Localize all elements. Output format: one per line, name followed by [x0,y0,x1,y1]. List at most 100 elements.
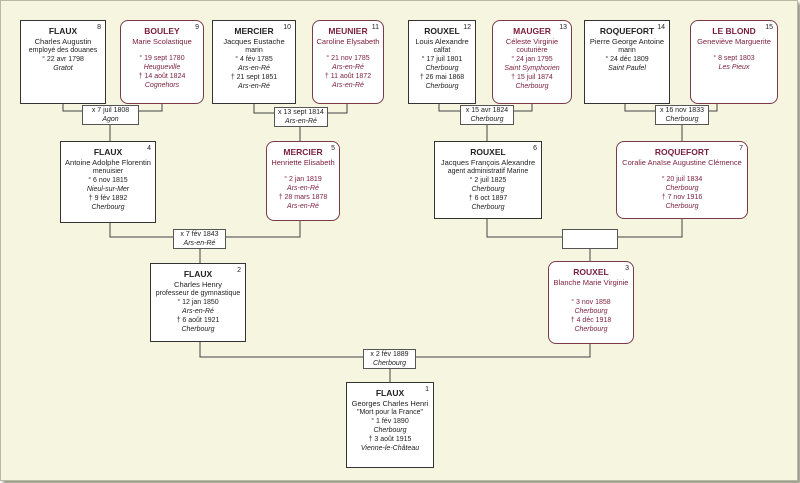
person-birth: ° 22 avr 1798 [42,56,84,63]
person-surname: BOULEY [144,26,180,36]
person-given-name: Coralie Anaïse Augustine Clémence [622,158,742,167]
person-surname: MAUGER [513,26,551,36]
marriage-date: x 15 avr 1824 [465,107,509,114]
person-number: 4 [147,145,151,152]
person-given-name: Geneviève Marguerite [697,37,771,46]
person-occupation: professeur de gymnastique [155,290,241,297]
person-birth: ° 3 nov 1858 [571,299,611,306]
person-death: † 14 août 1824 [138,73,186,80]
person-birth: ° 24 jan 1795 [511,56,553,63]
marriage-box-8-9[interactable]: x 7 juil 1808 Agon [82,105,139,125]
person-number: 14 [657,24,665,31]
marriage-box-2-3[interactable]: x 2 fév 1889 Cherbourg [363,349,416,369]
person-box-9[interactable]: 9 BOULEY Marie Scolastique ° 19 sept 178… [120,20,204,104]
person-box-7[interactable]: 7 ROQUEFORT Coralie Anaïse Augustine Clé… [616,141,748,219]
marriage-place: Ars-en-Ré [183,240,216,247]
person-birth-place: Ars-en-Ré [287,185,319,192]
person-given-name: Charles Henry [174,280,222,289]
person-box-14[interactable]: 14 ROQUEFORT Pierre George Antoine marin… [584,20,670,104]
person-box-8[interactable]: 8 FLAUX Charles Augustin employé des dou… [20,20,106,104]
person-death: † 6 août 1921 [176,317,220,324]
person-box-10[interactable]: 10 MERCIER Jacques Eustache marin ° 4 fé… [212,20,296,104]
person-birth: ° 2 jan 1819 [284,176,322,183]
person-birth: ° 6 nov 1815 [88,177,128,184]
person-death-place: Cherbourg [574,326,608,333]
marriage-place: Agon [102,116,119,123]
person-birth-place: Heugueville [143,64,181,71]
person-surname: FLAUX [183,269,213,279]
marriage-box-4-5[interactable]: x 7 fév 1843 Ars-en-Ré [173,229,226,249]
person-occupation: agent administratif Marine [447,168,529,175]
person-number: 7 [739,145,743,152]
marriage-box-10-11[interactable]: x 13 sept 1814 Ars-en-Ré [274,107,328,127]
person-birth-place: Les Pieux [718,64,750,71]
person-box-1[interactable]: 1 FLAUX Georges Charles Henri "Mort pour… [346,382,434,468]
marriage-date: x 2 fév 1889 [370,351,409,358]
person-box-4[interactable]: 4 FLAUX Antoine Adolphe Florentin menuis… [60,141,156,223]
person-death-place: Ars-en-Ré [238,83,270,90]
marriage-box-14-15[interactable]: x 16 nov 1833 Cherbourg [655,105,709,125]
person-death-place: Cherbourg [425,83,459,90]
person-surname: MERCIER [283,147,323,157]
person-birth-place: Saint Symphorien [504,65,560,72]
person-number: 13 [559,24,567,31]
person-surname: ROQUEFORT [654,147,710,157]
person-death-place: Cherbourg [515,83,549,90]
person-number: 9 [195,24,199,31]
person-number: 11 [371,24,379,31]
person-number: 8 [97,24,101,31]
marriage-date: x 13 sept 1814 [278,109,324,116]
person-surname: ROUXEL [424,26,460,36]
person-death: † 3 août 1915 [368,436,412,443]
marriage-place: Ars-en-Ré [285,118,317,125]
person-death-place: Vienne-le-Château [360,445,420,452]
person-birth-place: Nieul-sur-Mer [86,186,130,193]
person-birth-place: Cherbourg [665,185,699,192]
person-birth-place: Cherbourg [373,427,407,434]
person-given-name: Jacques François Alexandre [440,158,536,167]
person-number: 1 [425,386,429,393]
marriage-place: Cherbourg [665,116,699,123]
person-given-name: Pierre George Antoine [589,37,665,46]
person-box-5[interactable]: 5 MERCIER Henriette Elisabeth ° 2 jan 18… [266,141,340,221]
person-death-place: Ars-en-Ré [287,203,319,210]
person-surname: MERCIER [234,26,274,36]
person-given-name: Marie Scolastique [132,37,192,46]
person-number: 15 [765,24,773,31]
person-number: 2 [237,267,241,274]
person-box-15[interactable]: 15 LE BLOND Geneviève Marguerite ° 8 sep… [690,20,778,104]
marriage-box-12-13[interactable]: x 15 avr 1824 Cherbourg [460,105,514,125]
person-number: 6 [533,145,537,152]
person-death: † 7 nov 1916 [661,194,703,201]
person-box-13[interactable]: 13 MAUGER Céleste Virginie couturière ° … [492,20,572,104]
person-box-11[interactable]: 11 MEUNIER Caroline Elysabeth ° 21 nov 1… [312,20,384,104]
marriage-box-6-7[interactable] [562,229,618,249]
person-surname: ROQUEFORT [599,26,655,36]
person-given-name: Blanche Marie Virginie [553,278,629,287]
person-occupation: employé des douanes [28,47,98,54]
person-birth-place: Cherbourg [471,186,505,193]
person-death-place: Cherbourg [181,326,215,333]
person-given-name: Charles Augustin [34,37,92,46]
person-box-2[interactable]: 2 FLAUX Charles Henry professeur de gymn… [150,263,246,342]
person-birth: ° 21 nov 1785 [326,55,370,62]
marriage-date: x 16 nov 1833 [660,107,704,114]
person-box-12[interactable]: 12 ROUXEL Louis Alexandre calfat ° 17 ju… [408,20,476,104]
person-given-name: Jacques Eustache [223,37,285,46]
marriage-date: x 7 juil 1808 [91,107,130,114]
marriage-place: Cherbourg [372,360,407,367]
person-death: † 28 mars 1878 [278,194,328,201]
person-birth-place: Cherbourg [574,308,608,315]
person-number: 12 [463,24,471,31]
person-number: 10 [283,24,291,31]
person-given-name: Antoine Adolphe Florentin [65,158,151,167]
person-box-3[interactable]: 3 ROUXEL Blanche Marie Virginie ° 3 nov … [548,261,634,344]
person-occupation: marin [618,47,636,54]
person-death: † 11 août 1872 [324,73,372,80]
person-birth: ° 24 déc 1809 [605,56,649,63]
person-birth: ° 1 fév 1890 [371,418,409,425]
person-given-name: Georges Charles Henri [351,399,429,408]
person-death: † 26 mai 1868 [419,74,465,81]
person-box-6[interactable]: 6 ROUXEL Jacques François Alexandre agen… [434,141,542,219]
person-given-name: Louis Alexandre [415,37,469,46]
